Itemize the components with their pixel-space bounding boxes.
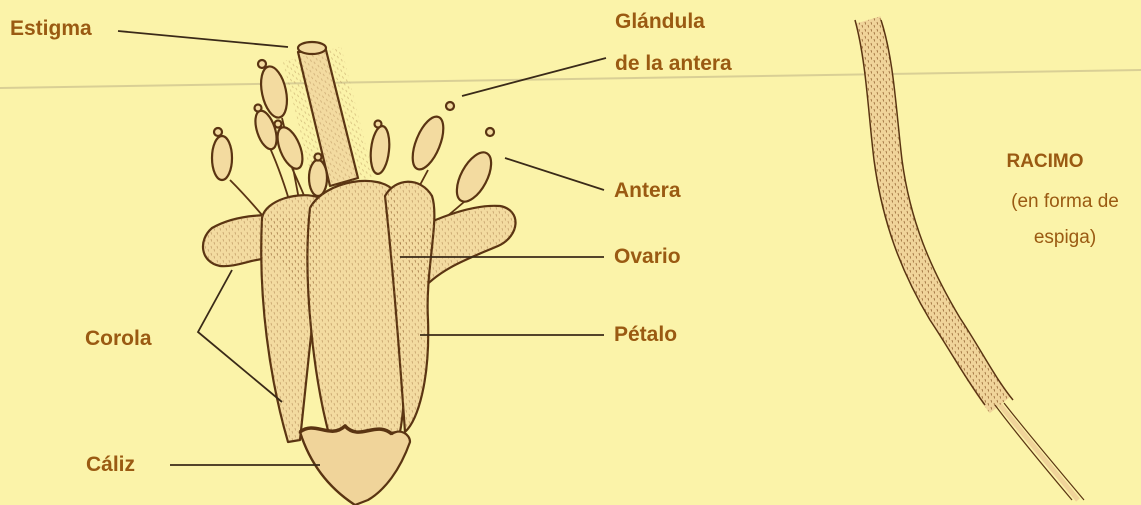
label-estigma: Estigma bbox=[10, 17, 92, 41]
label-racimo-subtitle-2: espiga) bbox=[995, 226, 1135, 250]
label-caliz: Cáliz bbox=[86, 453, 135, 477]
paper-fold-line bbox=[0, 70, 1141, 88]
label-antera: Antera bbox=[614, 179, 681, 203]
label-racimo-subtitle-1: (en forma de bbox=[995, 190, 1135, 214]
raceme-spike bbox=[855, 20, 1084, 500]
flower-drawing bbox=[203, 42, 516, 505]
label-ovario: Ovario bbox=[614, 245, 681, 269]
leader-glandula bbox=[462, 58, 606, 96]
label-racimo-title: RACIMO bbox=[980, 150, 1110, 174]
label-glandula-line1: Glándula bbox=[615, 10, 705, 34]
label-petalo: Pétalo bbox=[614, 323, 677, 347]
label-glandula-line2: de la antera bbox=[615, 52, 732, 76]
leader-estigma bbox=[118, 31, 288, 47]
leader-antera bbox=[505, 158, 604, 190]
label-corola: Corola bbox=[85, 327, 152, 351]
